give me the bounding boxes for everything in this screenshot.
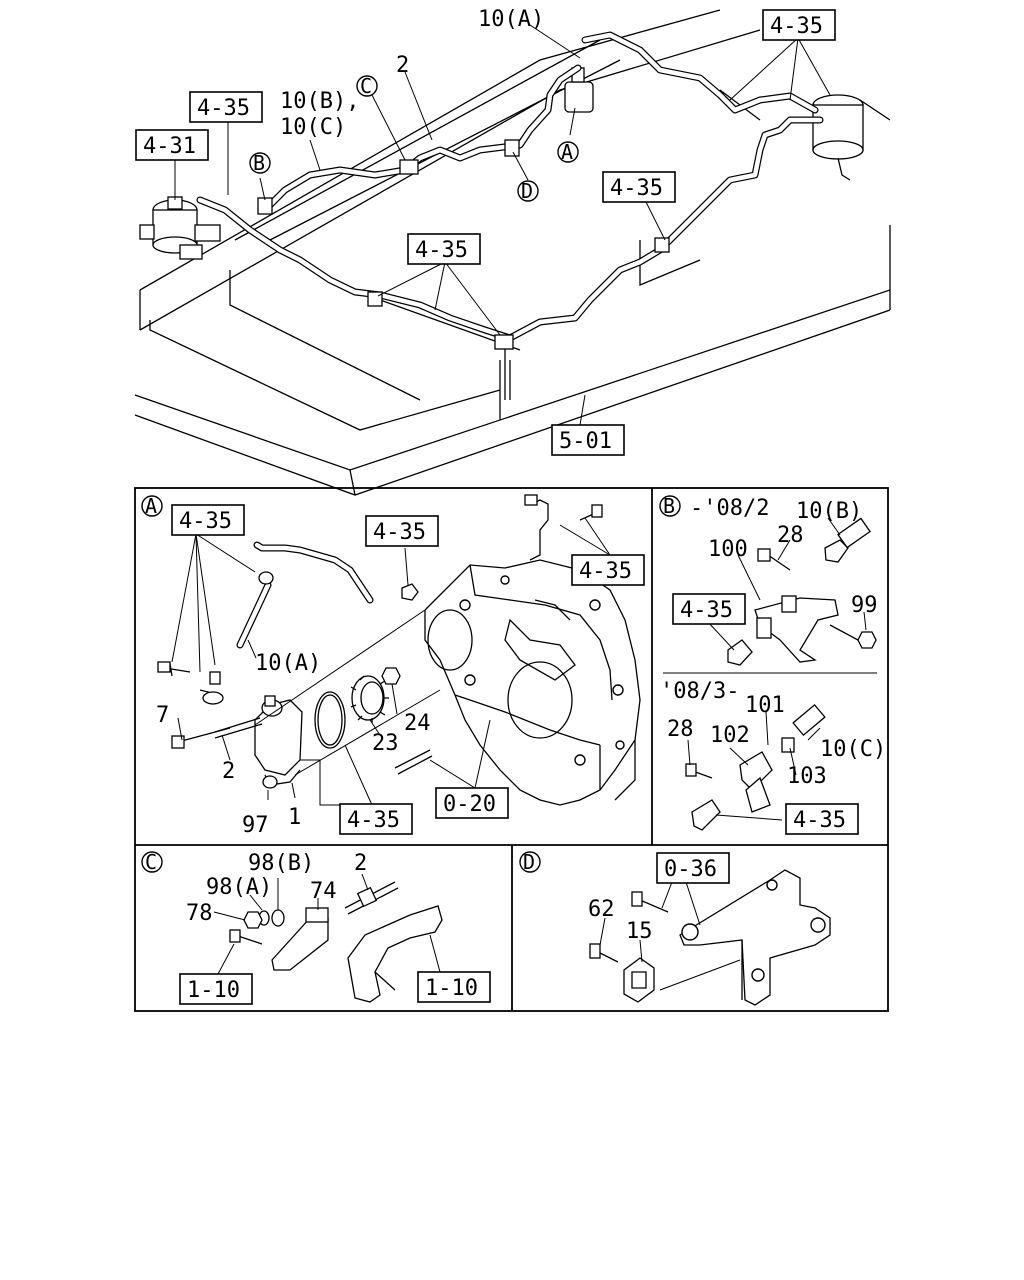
panel-b-tag-label: B [663,494,675,518]
callout-62: 62 [588,897,615,922]
ref-4-35-center: 4-35 [415,238,468,263]
callout-102: 102 [710,723,750,748]
ref-box-4-35-center [407,233,481,265]
ref-4-35-a2: 4-35 [373,520,426,545]
ref-4-35-right: 4-35 [610,176,663,201]
ref-box-4-35-b1 [672,593,746,625]
callout-2-top: 2 [396,53,409,78]
circle-tag-b-top [249,152,271,174]
ref-box-5-01 [551,424,625,456]
callout-28-lower: 28 [667,717,694,742]
circle-tag-c-label: C [360,74,372,98]
panel-a: A [141,494,645,838]
callout-7: 7 [156,703,169,728]
callout-98a: 98(A) [206,875,272,900]
callout-2-panel-c: 2 [354,851,367,876]
ref-4-35-left: 4-35 [197,96,250,121]
panel-c-tag [141,851,163,873]
callout-10a-top: 10(A) [478,7,544,32]
ref-box-0-36 [656,852,730,884]
callout-2-panel-a: 2 [222,759,235,784]
callout-10a-panel: 10(A) [255,651,321,676]
ref-4-35-a4: 4-35 [347,808,400,833]
callout-1: 1 [288,805,301,830]
ref-box-0-20 [435,787,509,819]
callout-103: 103 [787,764,827,789]
ref-box-4-35-left [189,91,263,123]
callout-24: 24 [404,711,431,736]
ref-box-4-35-a2 [365,515,439,547]
panel-b-tag [659,495,681,517]
panel-d-tag [519,851,541,873]
ref-1-10-left: 1-10 [187,978,240,1003]
panel-frames [134,487,889,1012]
ref-4-35-b2: 4-35 [793,808,846,833]
circle-tag-c-top [356,75,378,97]
ref-4-35-a1: 4-35 [179,509,232,534]
callout-23: 23 [372,731,399,756]
ref-box-4-35-top [762,9,836,41]
panel-c: C 98(B) 2 98(A) 74 78 1-10 1-10 [141,850,491,1005]
callout-97: 97 [242,813,269,838]
ref-0-36: 0-36 [664,857,717,882]
ref-4-31: 4-31 [143,134,196,159]
ref-box-1-10-left [179,973,253,1005]
circle-tag-d-label: D [521,179,533,203]
panel-d-tag-label: D [523,850,535,874]
ref-0-20: 0-20 [443,792,496,817]
ref-box-1-10-right [417,971,491,1003]
circle-tag-b-label: B [253,151,265,175]
overview-labels: 10(A) 4-35 2 4-35 10(B), 10(C) 4-31 C B … [135,7,836,456]
ref-box-4-35-a4 [339,803,413,835]
panel-b: B -'08/2 10(B) 28 10 [659,494,886,835]
ref-box-4-35-right [602,171,676,203]
ref-box-4-35-a1 [171,504,245,536]
panel-c-tag-label: C [145,850,157,874]
overview-leaders [174,24,831,426]
callout-28-upper: 28 [777,523,804,548]
ref-1-10-right: 1-10 [425,976,478,1001]
callout-74: 74 [310,879,337,904]
ref-5-01: 5-01 [559,429,612,454]
panel-d: D 0-36 62 15 [519,850,831,1006]
panel-a-tag [141,495,163,517]
overview-drawing [134,9,891,496]
ref-4-35-top: 4-35 [770,14,823,39]
callout-10c-top: 10(C) [280,115,346,140]
ref-box-4-31 [135,129,209,161]
panel-b-lower-range: '08/3- [660,679,739,704]
circle-tag-a-top [557,141,579,163]
ref-box-4-35-b2 [785,803,859,835]
circle-tag-d-top [517,180,539,202]
callout-15: 15 [626,919,653,944]
panel-a-tag-label: A [145,494,157,518]
ref-4-35-b1: 4-35 [680,598,733,623]
callout-99: 99 [851,593,878,618]
callout-10b-panel: 10(B) [796,499,862,524]
panel-b-upper-range: -'08/2 [690,496,769,521]
callout-10b-top: 10(B), [280,89,359,114]
callout-100: 100 [708,537,748,562]
callout-98b: 98(B) [248,851,314,876]
callout-10c-panel: 10(C) [820,737,886,762]
circle-tag-a-label: A [561,140,573,164]
ref-box-4-35-a3 [571,554,645,586]
callout-101: 101 [745,693,785,718]
callout-78: 78 [186,901,213,926]
ref-4-35-a3: 4-35 [579,559,632,584]
